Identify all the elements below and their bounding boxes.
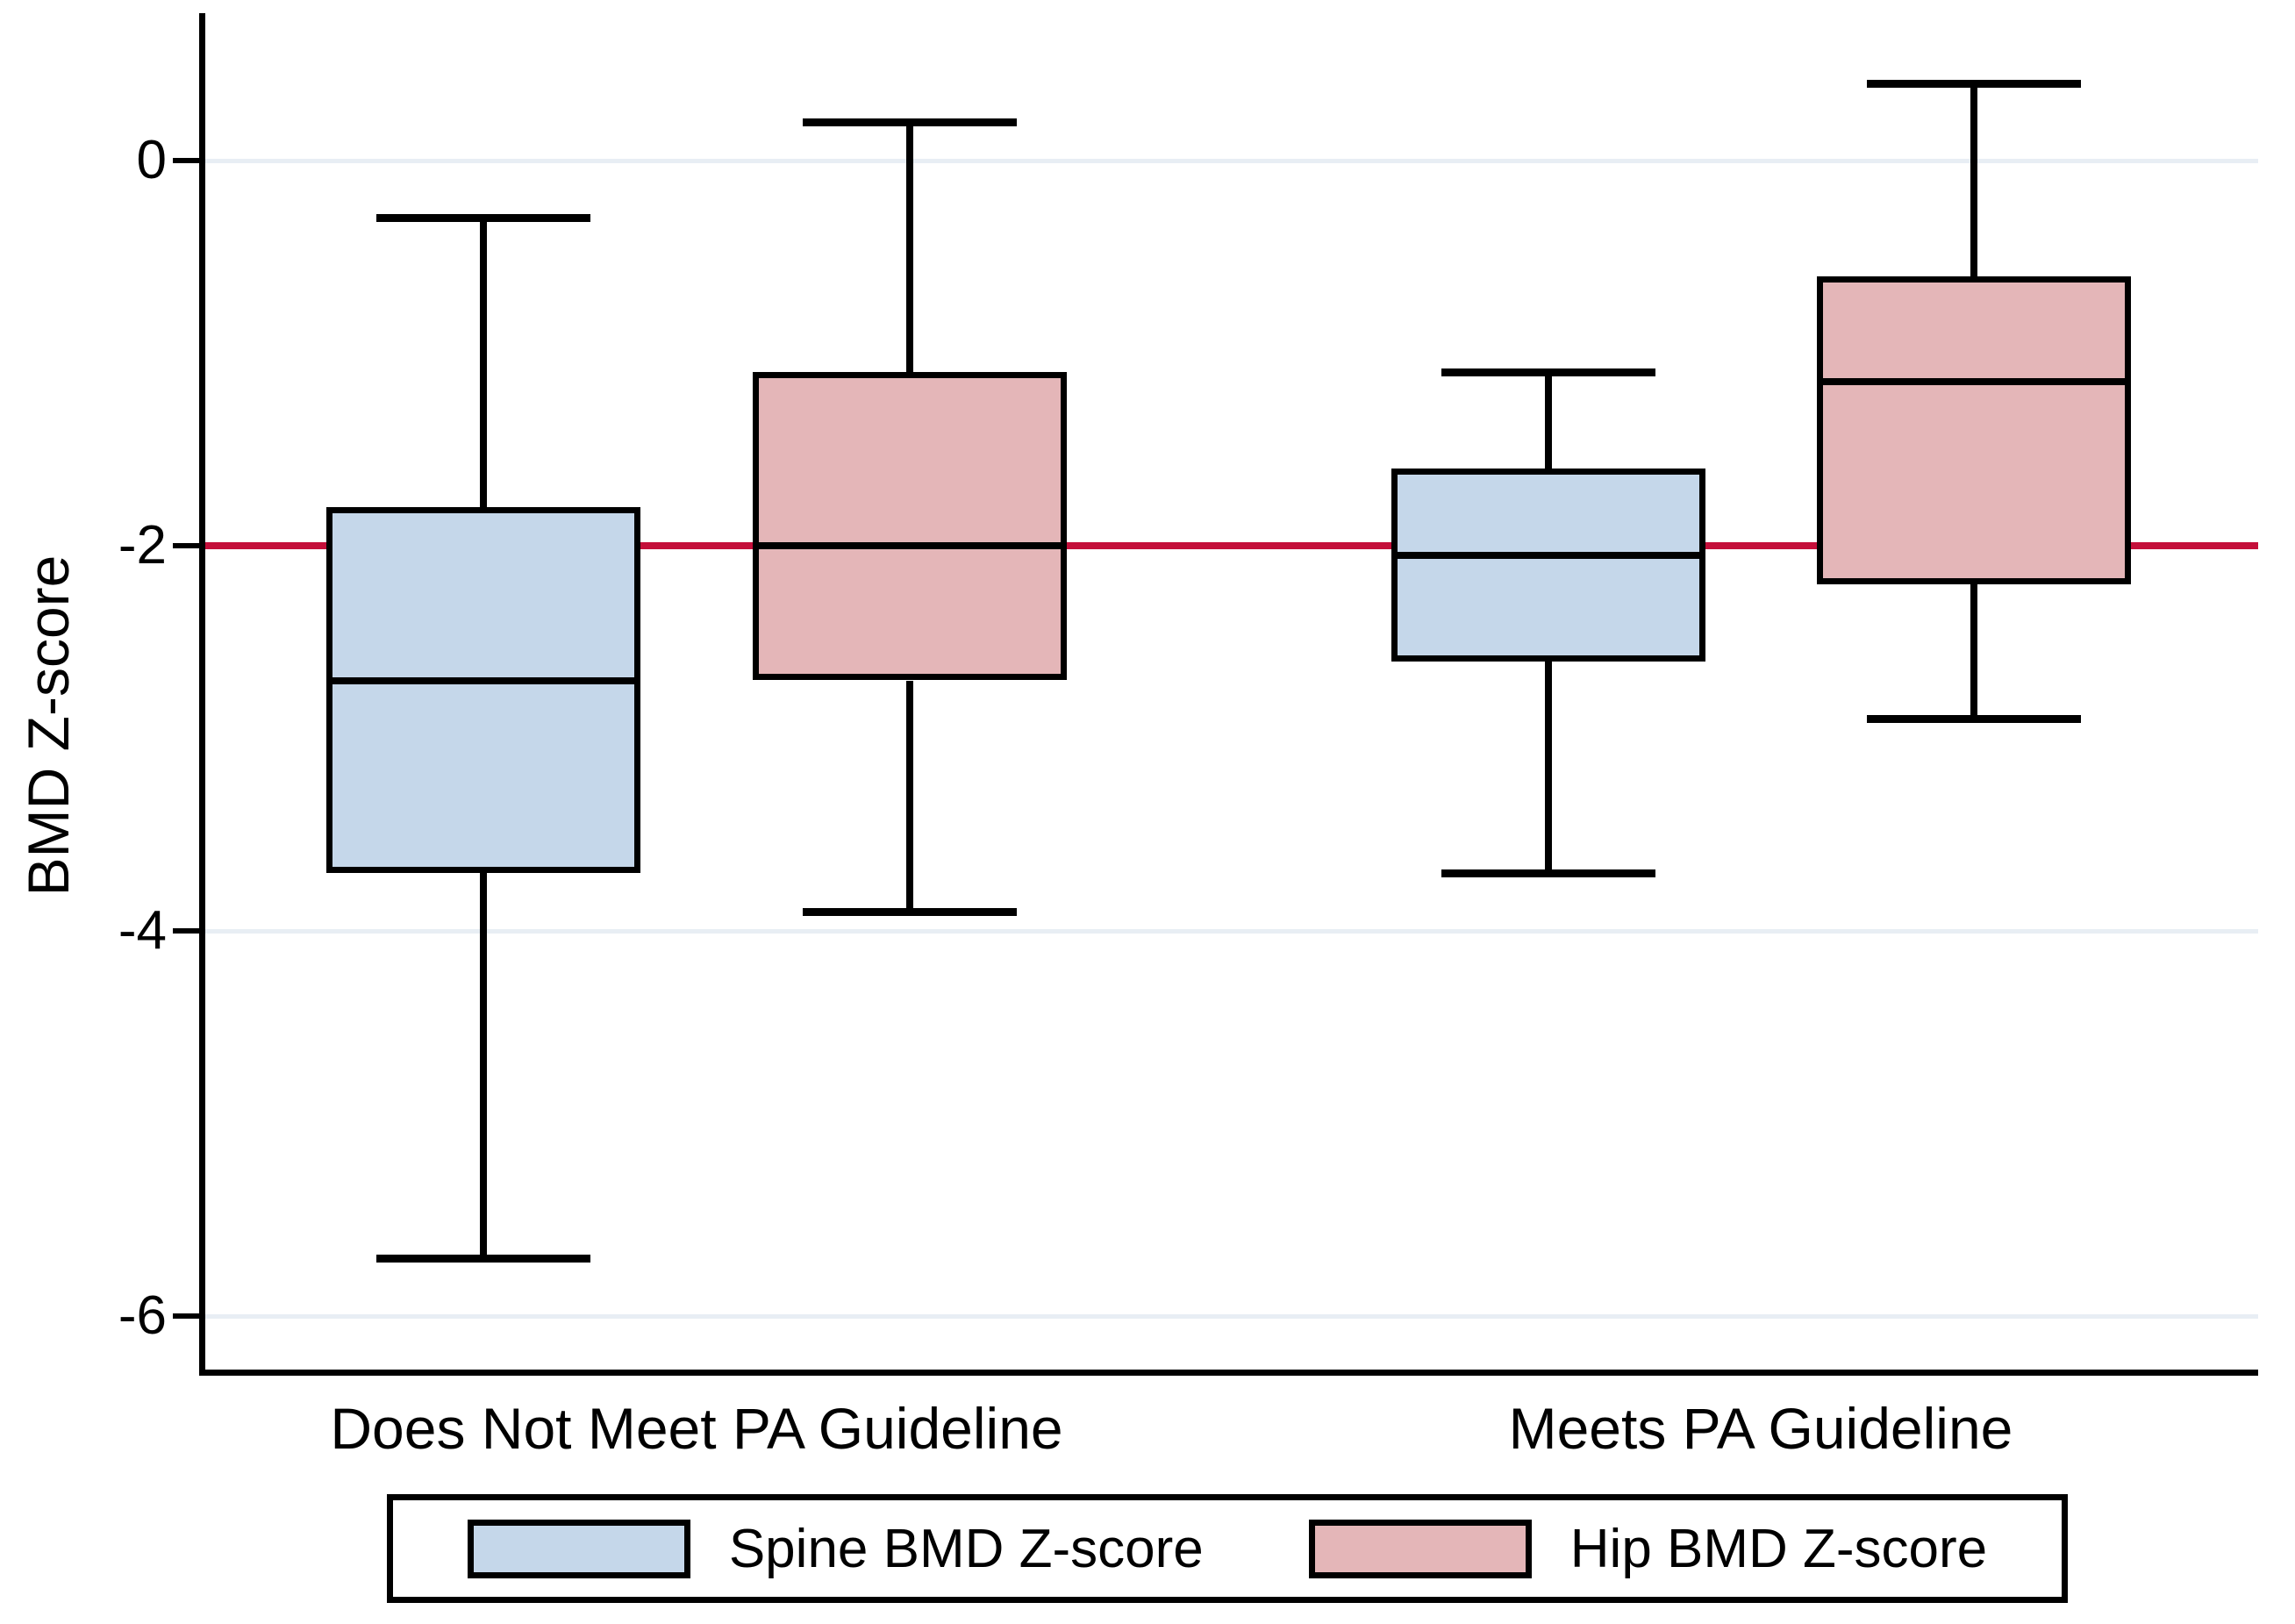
legend-swatch-hip <box>1308 1519 1532 1578</box>
whisker-stem-upper-spine-group1 <box>1545 372 1552 469</box>
y-gridline--6 <box>204 1314 2258 1319</box>
median-hip-group0 <box>753 542 1067 549</box>
whisker-cap-lower-hip-group1 <box>1867 715 2081 723</box>
legend-swatch-spine <box>467 1519 690 1578</box>
whisker-cap-lower-spine-group1 <box>1441 869 1655 877</box>
whisker-cap-lower-hip-group0 <box>803 908 1017 916</box>
box-spine-group1 <box>1391 469 1705 662</box>
legend-entry-hip: Hip BMD Z-score <box>1308 1518 1988 1580</box>
median-spine-group1 <box>1391 552 1705 559</box>
x-category-label-does-not-meet: Does Not Meet PA Guideline <box>330 1396 1063 1461</box>
box-hip-group1 <box>1817 276 2131 584</box>
y-axis-title: BMD Z-score <box>16 554 81 897</box>
whisker-stem-lower-hip-group0 <box>906 681 913 912</box>
whisker-stem-lower-hip-group1 <box>1970 584 1977 719</box>
legend-label-spine: Spine BMD Z-score <box>728 1518 1204 1579</box>
median-spine-group0 <box>326 677 640 684</box>
y-tick-label-0: 0 <box>136 130 167 190</box>
reference-line <box>204 542 2258 549</box>
y-tick--4 <box>173 928 199 934</box>
y-tick--6 <box>173 1313 199 1319</box>
whisker-cap-lower-spine-group0 <box>376 1255 590 1263</box>
legend-entry-spine: Spine BMD Z-score <box>467 1518 1204 1580</box>
whisker-stem-upper-spine-group0 <box>480 218 487 507</box>
whisker-stem-upper-hip-group0 <box>906 122 913 372</box>
whisker-cap-upper-hip-group0 <box>803 118 1017 126</box>
y-tick--2 <box>173 543 199 548</box>
y-axis-line <box>199 13 205 1376</box>
y-gridline-0 <box>204 159 2258 163</box>
y-gridline--4 <box>204 929 2258 934</box>
y-tick-label--4: -4 <box>118 900 167 961</box>
x-category-label-meets: Meets PA Guideline <box>1508 1396 2013 1461</box>
whisker-cap-upper-spine-group0 <box>376 214 590 222</box>
box-spine-group0 <box>326 507 640 873</box>
y-tick-0 <box>173 158 199 163</box>
legend-label-hip: Hip BMD Z-score <box>1569 1518 1988 1579</box>
x-axis-line <box>199 1370 2258 1376</box>
whisker-cap-upper-hip-group1 <box>1867 80 2081 88</box>
median-hip-group1 <box>1817 378 2131 385</box>
whisker-stem-lower-spine-group1 <box>1545 662 1552 873</box>
y-tick-label--6: -6 <box>118 1285 167 1346</box>
legend: Spine BMD Z-score Hip BMD Z-score <box>387 1494 2068 1603</box>
whisker-stem-lower-spine-group0 <box>480 873 487 1258</box>
whisker-cap-upper-spine-group1 <box>1441 368 1655 376</box>
box-hip-group0 <box>753 372 1067 680</box>
y-tick-label--2: -2 <box>118 515 167 576</box>
whisker-stem-upper-hip-group1 <box>1970 83 1977 276</box>
